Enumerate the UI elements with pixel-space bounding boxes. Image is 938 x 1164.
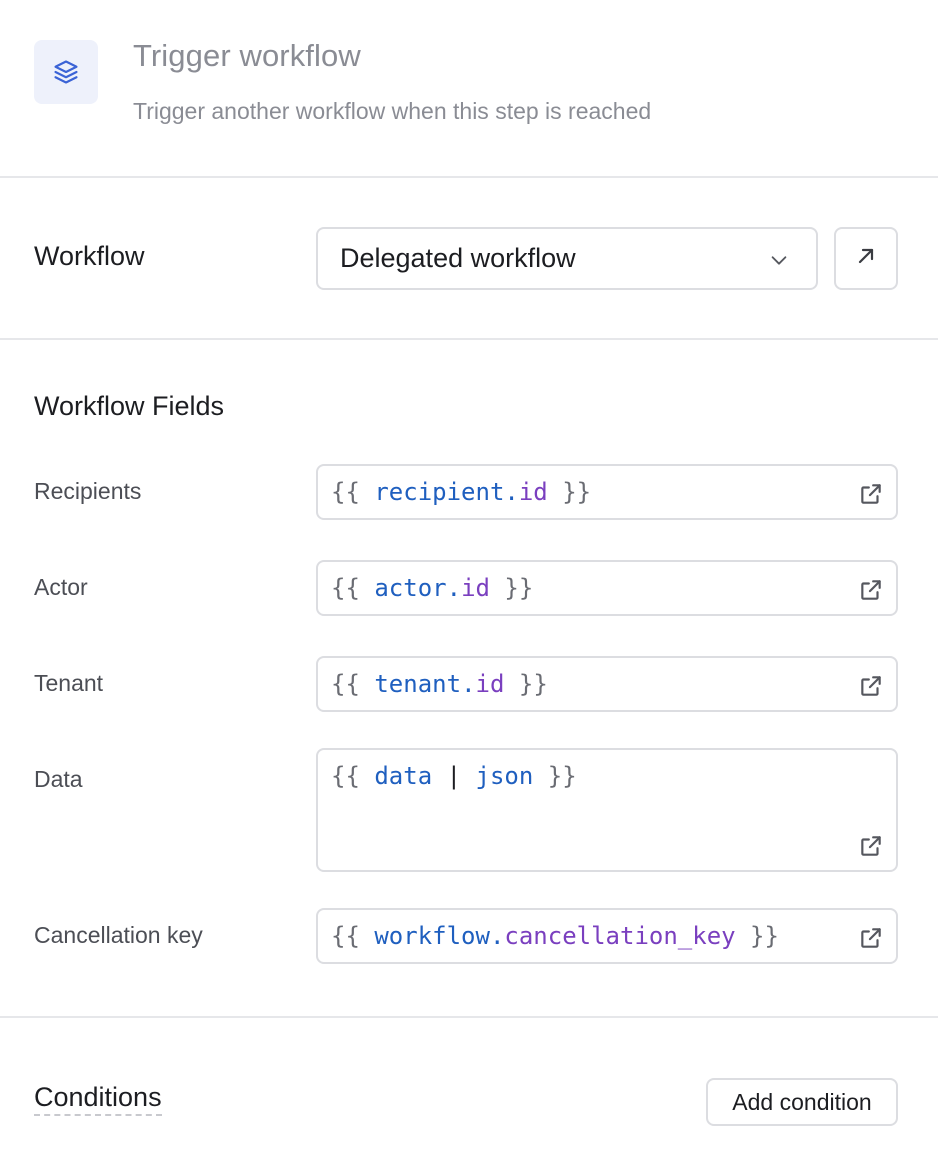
workflow-label: Workflow [34, 241, 145, 271]
recipients-input[interactable]: {{ recipient.id }} [316, 464, 898, 520]
actor-code: {{ actor.id }} [331, 574, 534, 602]
cancellation-key-label: Cancellation key [34, 922, 203, 948]
add-condition-button[interactable]: Add condition [706, 1078, 898, 1126]
cancellation-key-input[interactable]: {{ workflow.cancellation_key }} [316, 908, 898, 964]
external-link-icon[interactable] [858, 481, 884, 507]
tenant-input[interactable]: {{ tenant.id }} [316, 656, 898, 712]
tenant-code: {{ tenant.id }} [331, 670, 548, 698]
cancellation-key-code: {{ workflow.cancellation_key }} [331, 922, 779, 950]
external-link-icon[interactable] [858, 833, 884, 859]
recipients-label: Recipients [34, 478, 142, 504]
data-textarea[interactable]: {{ data | json }} [316, 748, 898, 872]
actor-input[interactable]: {{ actor.id }} [316, 560, 898, 616]
actor-label: Actor [34, 574, 88, 600]
recipients-code: {{ recipient.id }} [331, 478, 592, 506]
external-link-icon[interactable] [858, 925, 884, 951]
layers-icon [34, 40, 98, 104]
data-code: {{ data | json }} [331, 762, 577, 790]
divider [0, 176, 938, 178]
conditions-title[interactable]: Conditions [34, 1080, 162, 1116]
tenant-label: Tenant [34, 670, 104, 696]
step-title: Trigger workflow [133, 38, 361, 73]
workflow-fields-title: Workflow Fields [34, 391, 225, 421]
arrow-up-right-icon [854, 244, 878, 273]
external-link-icon[interactable] [858, 673, 884, 699]
external-link-icon[interactable] [858, 577, 884, 603]
chevron-down-icon [768, 249, 790, 276]
divider [0, 338, 938, 340]
workflow-select[interactable]: Delegated workflow [316, 227, 818, 290]
step-header: Trigger workflow Trigger another workflo… [0, 0, 938, 178]
step-description: Trigger another workflow when this step … [133, 98, 652, 124]
data-label: Data [34, 766, 83, 792]
open-workflow-button[interactable] [834, 227, 898, 290]
workflow-select-value: Delegated workflow [340, 243, 576, 273]
divider [0, 1016, 938, 1018]
